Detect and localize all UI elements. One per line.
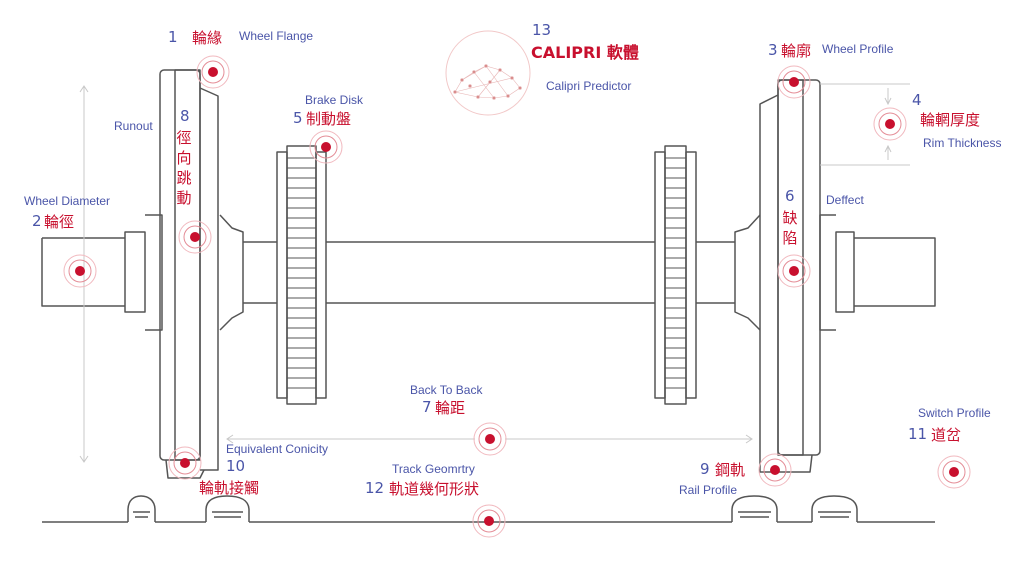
label-10-en: Equivalent Conicity	[226, 442, 329, 456]
label-12-zh: 軌道幾何形狀	[389, 480, 480, 498]
axle-journal-right	[819, 214, 855, 331]
label-7-number: 7	[422, 398, 432, 416]
label-3-number: 3	[768, 41, 778, 59]
label-7-zh: 輪距	[435, 399, 466, 417]
hub-left	[219, 214, 244, 331]
rail-left	[127, 495, 250, 522]
label-5-en: Brake Disk	[305, 93, 364, 107]
marker-brake-disk-target-marker-icon	[309, 130, 343, 164]
label-2-zh: 輪徑	[44, 213, 75, 231]
marker-track-geometry-target-marker-icon	[472, 504, 506, 538]
marker-wheel-flange-target-marker-icon	[196, 55, 230, 89]
axle	[41, 237, 936, 307]
marker-runout-target-marker-icon	[178, 220, 212, 254]
hub-right	[734, 214, 761, 331]
label-13-en: Calipri Predictor	[546, 79, 632, 93]
label-1-en: Wheel Flange	[239, 29, 314, 43]
marker-back-to-back-target-marker-icon	[473, 422, 507, 456]
label-7-en: Back To Back	[410, 383, 483, 397]
marker-defect-target-marker-icon	[777, 254, 811, 288]
axle-journal-left	[124, 214, 163, 331]
marker-equivalent-conicity-target-marker-icon	[168, 446, 202, 480]
label-10-zh: 輪軌接觸	[199, 479, 260, 497]
label-12-number: 12	[365, 479, 385, 497]
brake-disk-right	[654, 145, 697, 405]
wheel-right	[759, 79, 821, 473]
label-1-zh: 輪緣	[192, 29, 223, 47]
marker-switch-profile-target-marker-icon	[937, 455, 971, 489]
label-2-en: Wheel Diameter	[24, 194, 111, 208]
marker-rail-profile-target-marker-icon	[758, 453, 792, 487]
label-3-en: Wheel Profile	[822, 42, 894, 56]
label-8-number: 8	[180, 107, 190, 125]
label-5-number: 5	[293, 109, 303, 127]
rim-thickness-dimension	[820, 83, 910, 166]
label-9-en: Rail Profile	[679, 483, 738, 497]
label-8-zh: 徑向跳動	[176, 129, 192, 207]
label-4-zh: 輪輞厚度	[920, 111, 981, 129]
marker-rim-thickness-target-marker-icon	[873, 107, 907, 141]
marker-wheel-diameter-target-marker-icon	[63, 254, 97, 288]
back-to-back-dimension	[226, 434, 753, 444]
label-13-number: 13	[532, 21, 552, 39]
label-1-number: 1	[168, 28, 178, 46]
label-3-zh: 輪廓	[781, 42, 812, 60]
label-9-number: 9	[700, 460, 710, 478]
label-10-number: 10	[226, 457, 246, 475]
label-2-number: 2	[32, 212, 42, 230]
brake-disk-left	[276, 145, 327, 405]
label-12-en: Track Geomrtry	[392, 462, 475, 476]
label-8-en: Runout	[114, 119, 153, 133]
label-6-en: Deffect	[826, 193, 864, 207]
label-5-zh: 制動盤	[306, 110, 352, 128]
label-6-zh: 缺陷	[782, 209, 798, 247]
cloud-network-icon	[445, 30, 531, 116]
label-11-zh: 道岔	[931, 426, 962, 444]
label-11-number: 11	[908, 425, 928, 443]
label-6-number: 6	[785, 187, 795, 205]
label-9-zh: 鋼軌	[715, 461, 746, 479]
marker-wheel-profile-target-marker-icon	[777, 65, 811, 99]
label-4-number: 4	[912, 91, 922, 109]
label-11-en: Switch Profile	[918, 406, 991, 420]
label-13-zh: CALIPRI 軟體	[531, 43, 639, 62]
rail-right	[731, 495, 858, 522]
label-4-en: Rim Thickness	[923, 136, 1002, 150]
